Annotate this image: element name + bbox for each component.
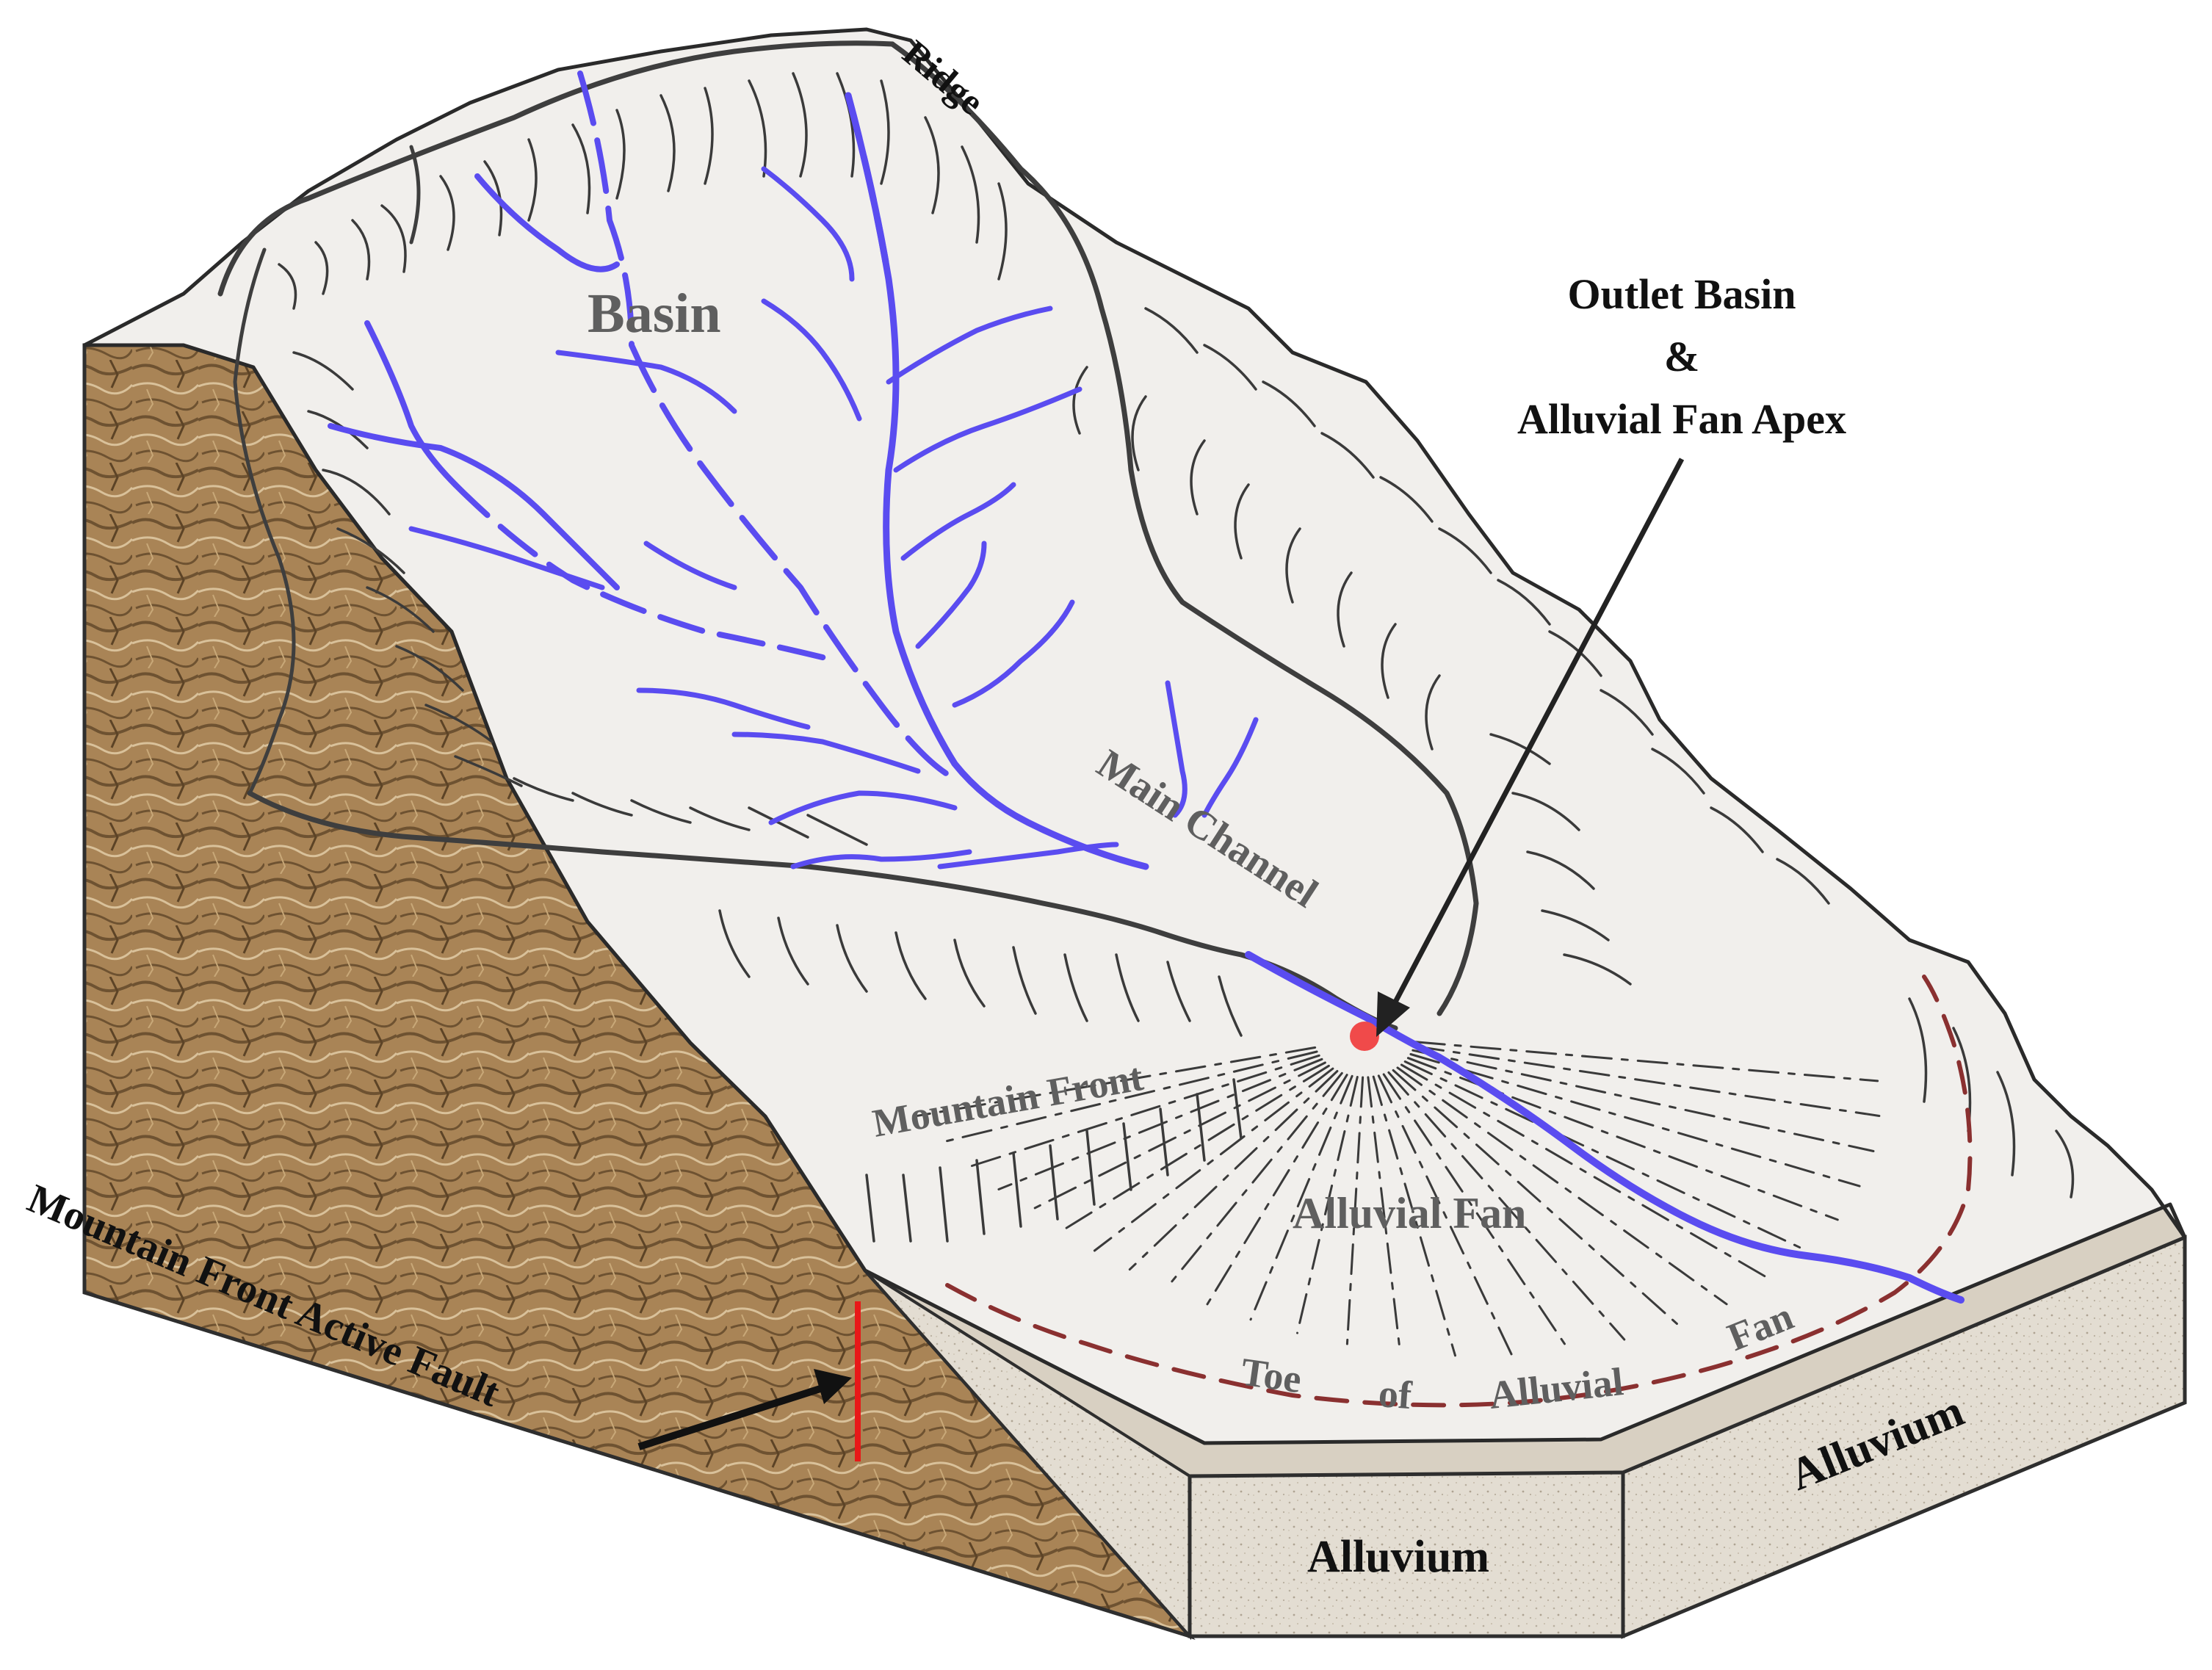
- fan-ray: [1377, 1074, 1514, 1356]
- fan-ray: [914, 1046, 1317, 1118]
- fan-ray: [1249, 1074, 1353, 1321]
- fan-ray: [1028, 1061, 1326, 1212]
- fan-ray: [1372, 1075, 1456, 1357]
- outlet-label-line3: Alluvial Fan Apex: [1517, 395, 1846, 443]
- fan-ray: [1392, 1069, 1679, 1326]
- alluvium-front-label: Alluvium: [1307, 1532, 1489, 1582]
- fan-ray: [1165, 1071, 1343, 1289]
- toe-label-word1: Toe: [1238, 1349, 1304, 1401]
- fan-ray: [940, 1050, 1318, 1143]
- hillslope-hatching: [278, 72, 2075, 1243]
- fan-ray: [1128, 1070, 1339, 1271]
- fan-ray: [1409, 1053, 1861, 1188]
- outlet-label-line1: Outlet Basin: [1568, 270, 1796, 318]
- fan-ray: [1387, 1071, 1626, 1341]
- fan-ray: [1382, 1073, 1570, 1351]
- alluvium-side-face: [1621, 1235, 2187, 1639]
- outlet-arrow: [1376, 458, 1685, 1037]
- fan-toe-boundary: [945, 975, 1973, 1408]
- alluvial-fan-label: Alluvial Fan: [1293, 1189, 1526, 1237]
- fan-ray: [1206, 1074, 1348, 1306]
- fan-ray: [1296, 1076, 1359, 1334]
- fault-arrow: [637, 1369, 852, 1450]
- fan-ray: [1060, 1064, 1330, 1232]
- fan-apex-point: [1350, 1022, 1379, 1051]
- fan-ray: [1414, 1041, 1879, 1082]
- fan-ray: [1093, 1067, 1334, 1252]
- toe-label-word2: of: [1377, 1371, 1414, 1417]
- fan-ray: [1400, 1063, 1772, 1281]
- fan-ray: [1412, 1049, 1875, 1152]
- outlet-label-line2: &: [1664, 333, 1699, 380]
- drainage-network: [328, 71, 1965, 1304]
- fan-ray: [1345, 1076, 1365, 1345]
- fan-ray: [997, 1058, 1323, 1190]
- fan-ray: [1413, 1045, 1881, 1117]
- terrain-surface: [82, 27, 2187, 1445]
- fan-ray: [1367, 1076, 1401, 1353]
- main-channel-stream: [1245, 951, 1965, 1304]
- fan-ray: [1396, 1066, 1728, 1306]
- basin-label: Basin: [588, 283, 721, 344]
- fan-ray: [968, 1054, 1320, 1168]
- fan-ray: [1403, 1060, 1809, 1253]
